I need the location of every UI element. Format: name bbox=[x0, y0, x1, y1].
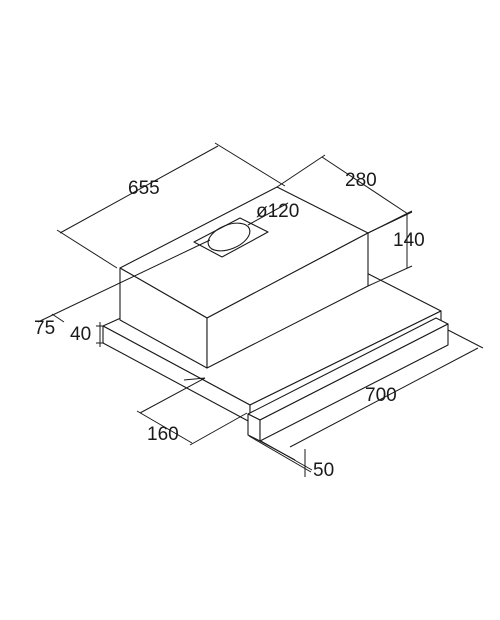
outlet-collar bbox=[193, 217, 269, 258]
label-655: 655 bbox=[128, 178, 160, 199]
label-280: 280 bbox=[345, 170, 377, 191]
label-700: 700 bbox=[365, 385, 397, 406]
hood-body bbox=[119, 186, 369, 369]
dim-50 bbox=[248, 435, 313, 477]
bar-front bbox=[259, 323, 449, 442]
dim-40 bbox=[96, 322, 104, 347]
dim-diameter-leader bbox=[247, 202, 289, 226]
dim-75 bbox=[37, 239, 211, 323]
label-diameter: ø120 bbox=[256, 201, 299, 222]
label-160: 160 bbox=[147, 424, 179, 445]
label-40: 40 bbox=[70, 324, 91, 345]
dim-140 bbox=[367, 210, 413, 287]
label-75: 75 bbox=[34, 318, 55, 339]
dim-160 bbox=[136, 377, 248, 446]
outlet-circle bbox=[207, 222, 251, 252]
label-140: 140 bbox=[393, 230, 425, 251]
front-pull-bar bbox=[247, 317, 449, 442]
dim-655 bbox=[56, 142, 286, 269]
label-50: 50 bbox=[313, 460, 334, 481]
